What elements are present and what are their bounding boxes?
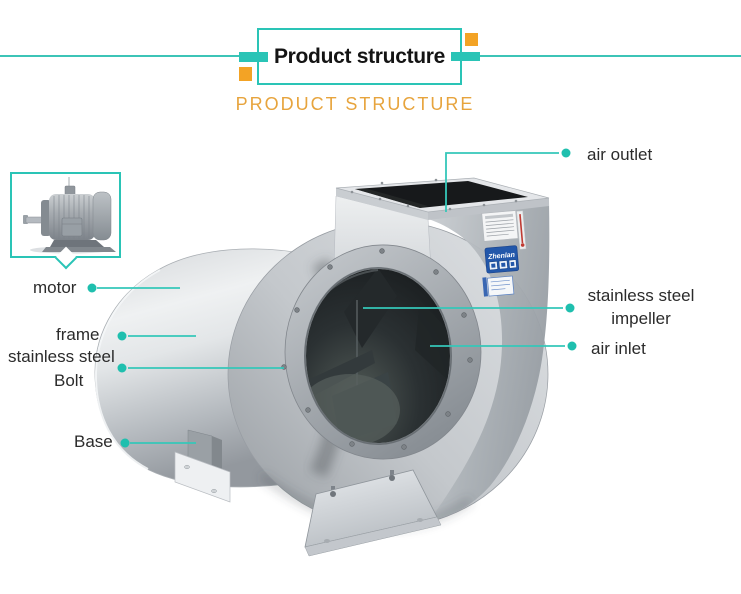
leader-dot-air-inlet	[567, 341, 577, 351]
label-air-outlet: air outlet	[587, 145, 653, 164]
leader-dot-bolt	[117, 363, 127, 373]
orange-square-top-right	[465, 33, 478, 46]
motor-illustration	[23, 177, 116, 254]
sticker-logo-text: Zhenlan	[487, 252, 515, 261]
ring-bolts	[281, 248, 473, 450]
leader-line-air-outlet	[445, 152, 559, 212]
inlet-ring-inner-edge	[304, 267, 452, 445]
label-frame: frame	[56, 325, 100, 344]
leader-dots	[87, 148, 577, 448]
title-box: Product structure	[257, 28, 462, 85]
label-impeller-line1: stainless steel	[587, 286, 695, 305]
title-bar-right	[451, 52, 480, 61]
fan-side-wall	[428, 201, 550, 520]
sticker-brand-logo: Zhenlan	[484, 245, 520, 274]
sticker-thermometer	[516, 210, 527, 250]
label-impeller-line2: impeller	[611, 309, 671, 328]
leader-dot-air-outlet	[561, 148, 571, 158]
label-stainless-steel-impeller: stainless steel impeller	[574, 284, 708, 330]
leader-dot-base	[120, 438, 130, 448]
leader-dot-motor	[87, 283, 97, 293]
orange-square-bottom-left	[239, 67, 252, 81]
label-base: Base	[74, 432, 113, 451]
leader-dot-impeller	[565, 303, 575, 313]
foot-right	[304, 469, 442, 557]
page-title: Product structure	[273, 44, 446, 68]
label-stainless-steel: stainless steel	[8, 347, 115, 366]
label-air-inlet: air inlet	[591, 339, 646, 358]
label-motor: motor	[33, 278, 77, 297]
sticker-nameplate	[481, 210, 519, 242]
page-subtitle: PRODUCT STRUCTURE	[235, 94, 475, 114]
motor-inset-box	[10, 172, 121, 258]
sticker-small-label	[482, 275, 515, 297]
stickers: Zhenlan	[481, 210, 527, 297]
leader-dot-frame	[117, 331, 127, 341]
label-bolt: Bolt	[54, 371, 84, 390]
flange-bolts	[350, 178, 518, 211]
leader-lines	[97, 152, 565, 444]
title-bar-left	[239, 52, 268, 62]
